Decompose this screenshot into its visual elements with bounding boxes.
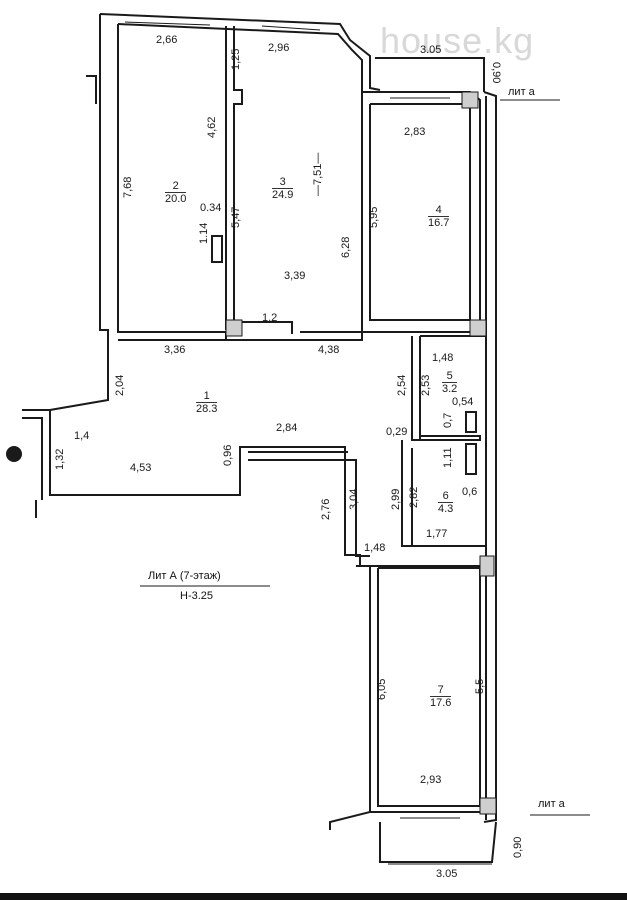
wall-top <box>99 13 381 91</box>
dim-204: 2,04 <box>114 374 126 396</box>
plan-title: Лит А (7-этаж) <box>148 570 221 582</box>
balcony-bottom <box>379 821 497 863</box>
dim-339: 3,39 <box>284 270 306 282</box>
dim-177: 1,77 <box>426 528 448 540</box>
dim-07: 0,7 <box>442 412 454 428</box>
watermark: house.kg <box>380 20 535 61</box>
dim-148a: 1,48 <box>432 352 454 364</box>
dim-304: 3,04 <box>348 488 360 510</box>
dim-55: 5,5 <box>474 678 486 694</box>
dim-547: 5,47 <box>230 206 242 228</box>
window-top-right <box>261 25 321 31</box>
dim-768: 7,68 <box>122 176 134 198</box>
bath5-fixture <box>465 411 477 433</box>
entry-marker <box>6 446 22 462</box>
dim-090-bot: 0,90 <box>512 836 524 858</box>
dim-054: 0,54 <box>452 396 474 408</box>
dim-14: 1,4 <box>74 430 90 442</box>
entry-wall <box>22 409 50 518</box>
dim-253: 2,53 <box>420 374 432 396</box>
dim-595: 5,95 <box>368 206 380 228</box>
dim-299: 2,99 <box>390 488 402 510</box>
bath6-fixture <box>465 443 477 475</box>
plan-height: Н-3.25 <box>180 590 214 602</box>
bottom-strip <box>0 893 627 900</box>
wall-2-3-bottom-b <box>118 321 362 341</box>
wall-right-outer <box>483 91 497 823</box>
wall-bath5 <box>420 435 481 441</box>
wall-hall-lower <box>248 459 480 567</box>
wall-room4 <box>362 91 481 333</box>
dim-283: 2,83 <box>404 126 426 138</box>
wall-outer-left <box>49 14 371 830</box>
dim-296: 2,96 <box>268 42 290 54</box>
niche <box>211 235 223 263</box>
column-2 <box>469 319 487 337</box>
dim-096: 0,96 <box>222 444 234 466</box>
balcony-top <box>375 57 485 92</box>
dim-305-top: 3.05 <box>420 44 442 56</box>
dim-462: 4,62 <box>206 116 218 138</box>
dim-282: 2,82 <box>408 486 420 508</box>
dim-453: 4,53 <box>130 462 152 474</box>
dim-605: 6,05 <box>376 678 388 700</box>
dim-029: 0,29 <box>386 426 408 438</box>
dim-336: 3,36 <box>164 344 186 356</box>
lit-label-top: лит а <box>508 86 535 98</box>
column-5 <box>461 91 479 109</box>
dim-090-top: 0,90 <box>490 62 502 84</box>
dim-276: 2,76 <box>320 498 332 520</box>
column-4 <box>479 797 497 815</box>
dim-293: 2,93 <box>420 774 442 786</box>
dim-125: 1,25 <box>230 48 242 70</box>
dim-305-bot: 3.05 <box>436 868 458 880</box>
dim-132: 1,32 <box>54 448 66 470</box>
dim-438: 4,38 <box>318 344 340 356</box>
lit-label-bottom: лит а <box>538 798 565 810</box>
dim-06: 0,6 <box>462 486 478 498</box>
column-1 <box>225 319 243 337</box>
dim-111: 1,11 <box>442 447 454 468</box>
window-top-left <box>124 21 211 26</box>
wall-outer-left-inner <box>117 24 226 333</box>
column-3 <box>479 555 495 577</box>
dim-12: 1,2 <box>262 312 278 324</box>
dim-751: —7,51— <box>312 152 324 196</box>
wall-2-3 <box>225 26 243 330</box>
dim-254: 2,54 <box>396 374 408 396</box>
left-stub <box>86 75 97 104</box>
dim-114: 1.14 <box>198 222 210 244</box>
wall-top-inner <box>117 23 363 92</box>
dim-034: 0.34 <box>200 202 222 214</box>
dim-148b: 1,48 <box>364 542 386 554</box>
dim-284: 2,84 <box>276 422 298 434</box>
dim-266: 2,66 <box>156 34 178 46</box>
dim-628: 6,28 <box>340 236 352 258</box>
wall-room7 <box>377 567 481 807</box>
wall-bath6 <box>401 440 486 547</box>
